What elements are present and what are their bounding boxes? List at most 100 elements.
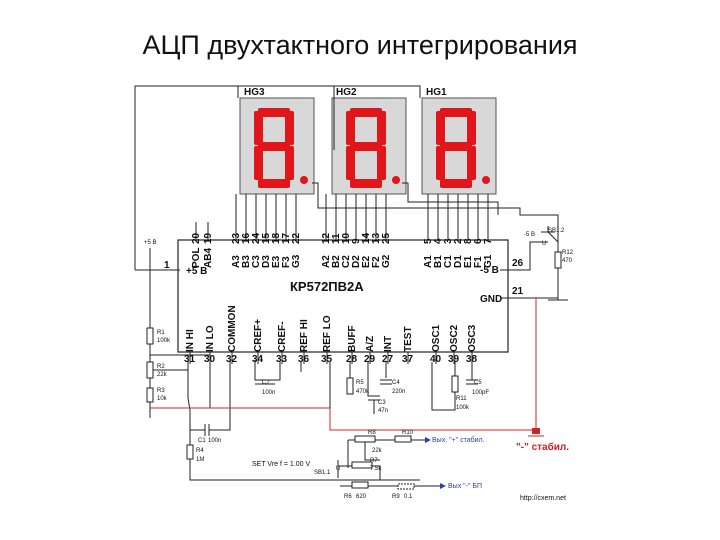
pin-signal: A2: [321, 255, 332, 268]
pin-number: 25: [381, 232, 392, 244]
r1-label: R1: [157, 330, 165, 336]
c3-value: 47n: [378, 408, 388, 414]
r10-label: R10: [402, 430, 414, 436]
pin-number: 23: [231, 232, 242, 244]
pin-signal: E3: [271, 255, 282, 268]
r4-value: 1M: [196, 457, 204, 463]
pin-signal: BUFF: [347, 325, 358, 352]
pin-number: 3: [443, 238, 454, 244]
pin-number: 27: [382, 354, 394, 365]
pin-signal: COMMON: [227, 305, 238, 352]
pin-signal: A1: [423, 255, 434, 268]
pin-signal: B3: [241, 255, 252, 268]
r9-label: R9: [392, 494, 400, 500]
decimal-point: [392, 176, 400, 184]
right-supply: [500, 214, 568, 437]
segment: [254, 111, 263, 145]
pin-number: 13: [371, 232, 382, 244]
pin-number: 24: [251, 232, 262, 244]
pin-signal: D2: [351, 255, 362, 268]
r11-label: R11: [456, 396, 467, 402]
pin-signal: A3: [231, 255, 242, 268]
pin-number: 9: [351, 238, 362, 244]
segment: [258, 142, 290, 151]
segment: [350, 179, 382, 188]
pin-signal: OSC1: [431, 324, 442, 352]
pin-number: 33: [276, 354, 288, 365]
pin-number: 6: [473, 238, 484, 244]
pin-number: 40: [430, 354, 442, 365]
pin-signal: POL: [191, 247, 202, 268]
out-minus-label: Вых "-" БП: [448, 483, 482, 490]
r6-value: 620: [356, 494, 367, 500]
pin-number: 10: [341, 232, 352, 244]
chip-name: КР572ПВ2А: [290, 279, 364, 294]
r5-value: 470k: [356, 389, 370, 395]
pin-number: 2: [453, 238, 464, 244]
pin-number: 17: [281, 232, 292, 244]
decimal-point: [300, 176, 308, 184]
r2-value: 22k: [157, 372, 168, 378]
r6-label: R6: [344, 494, 352, 500]
pin-signal: E2: [361, 255, 372, 268]
pin-signal: IN LO: [205, 325, 216, 352]
pin-number: 28: [346, 354, 358, 365]
r12-label: R12: [562, 250, 574, 256]
r9-value: 0.1: [404, 494, 413, 500]
pin-signal: IN HI: [185, 329, 196, 352]
r8-value: 22k: [372, 448, 383, 454]
display-label: HG3: [244, 87, 265, 98]
left-ladder: [146, 248, 420, 481]
segment: [346, 111, 355, 145]
pin-signal: OSC2: [449, 324, 460, 352]
pin-number: 7: [483, 238, 494, 244]
u2-label: U: [542, 241, 546, 247]
pin-number: 4: [433, 238, 444, 244]
minus-stab-label: "-" стабил.: [516, 441, 569, 453]
pin-number: 34: [252, 354, 264, 365]
segment: [254, 146, 263, 180]
pin-signal: REF LO: [322, 315, 333, 352]
c2-label: C2: [262, 380, 270, 386]
pin-signal: F2: [371, 256, 382, 268]
pin1-number: 1: [164, 260, 170, 271]
pin-signal: D3: [261, 255, 272, 268]
pin-signal: REF HI: [299, 319, 310, 352]
u1-label: U: [336, 466, 340, 472]
pin-signal: C3: [251, 255, 262, 268]
r12-value: 470: [562, 258, 573, 264]
pin-number: 18: [271, 232, 282, 244]
pin-number: 37: [402, 354, 414, 365]
segment: [440, 142, 472, 151]
pin-signal: G1: [483, 254, 494, 268]
c5-label: C5: [474, 380, 482, 386]
pin-signal: B1: [433, 255, 444, 268]
r3-value: 10k: [157, 396, 168, 402]
r11-value: 100k: [456, 405, 470, 411]
chip-body: [177, 239, 509, 353]
pin-number: 15: [261, 232, 272, 244]
c3-label: C3: [378, 400, 386, 406]
pin-signal: B2: [331, 255, 342, 268]
segment: [285, 146, 294, 180]
r8-label: R8: [368, 430, 376, 436]
pin-signal: CREF+: [253, 319, 264, 352]
display-hg1: HG1: [421, 87, 497, 195]
pin-number: 38: [466, 354, 478, 365]
source-url: http://cxem.net: [520, 495, 566, 502]
c1-value: 100n: [208, 438, 221, 444]
pin21-number: 21: [512, 286, 524, 297]
r3-label: R3: [157, 388, 165, 394]
decimal-point: [482, 176, 490, 184]
segment: [258, 108, 290, 117]
r4-label: R4: [196, 448, 204, 454]
pin-number: 35: [321, 354, 333, 365]
minus5-pin-label: -5 B: [480, 265, 499, 276]
pin-number: 14: [361, 232, 372, 244]
segment: [285, 111, 294, 145]
pin-signal: G3: [291, 254, 302, 268]
pin-number: 32: [226, 354, 238, 365]
pin-signal: C2: [341, 255, 352, 268]
